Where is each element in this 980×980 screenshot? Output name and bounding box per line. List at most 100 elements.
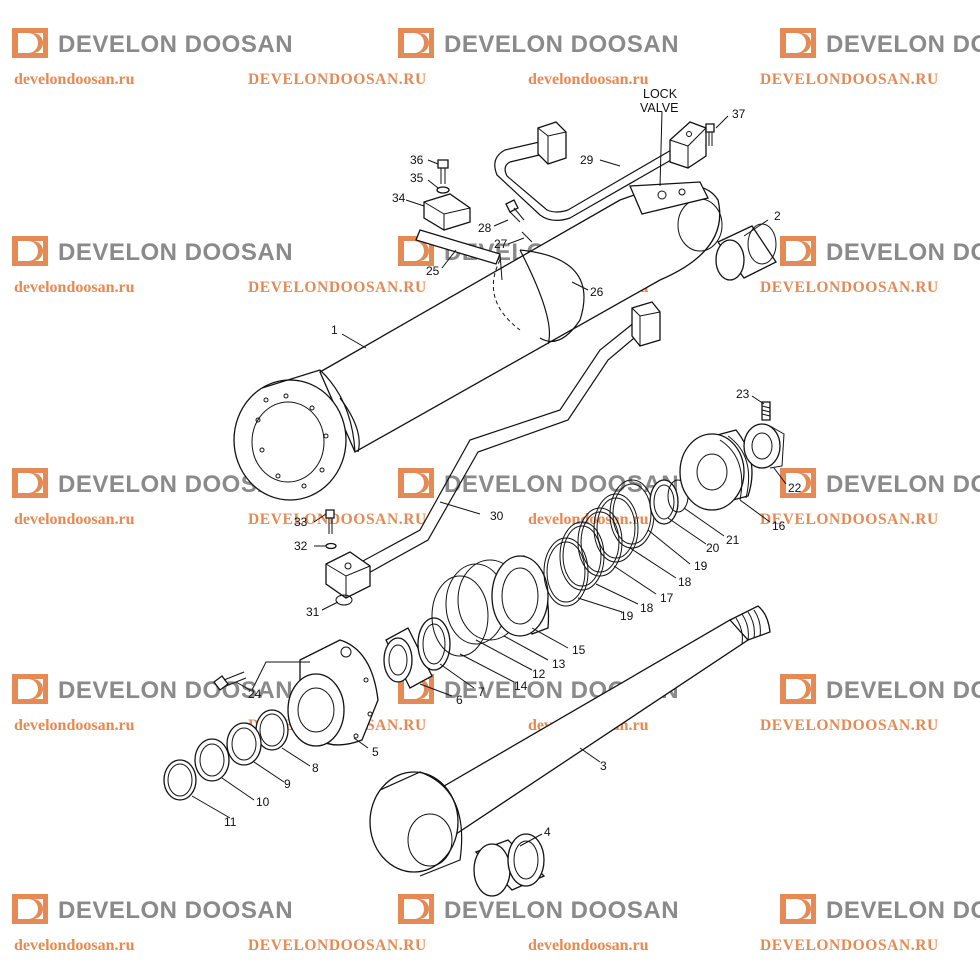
watermark-logo xyxy=(780,468,816,498)
watermark-url: develondoosan.ru xyxy=(528,937,649,954)
callout-19b: 19 xyxy=(694,559,708,573)
callout-15: 15 xyxy=(572,643,586,657)
clamp-block-34 xyxy=(423,193,471,231)
callout-36: 36 xyxy=(410,153,424,167)
callout-3: 3 xyxy=(600,759,607,773)
pipe-29 xyxy=(494,121,707,221)
watermark-brand: DEVELON DOOSAN xyxy=(444,897,679,924)
callout-21: 21 xyxy=(726,533,740,547)
flange-block-30 xyxy=(325,551,371,599)
callout-6: 6 xyxy=(456,693,463,707)
watermark-logo xyxy=(398,236,434,266)
callout-31: 31 xyxy=(306,605,320,619)
watermark-logo xyxy=(12,894,48,924)
watermark-url: develondoosan.ru xyxy=(14,71,135,88)
callout-5: 5 xyxy=(372,745,379,759)
watermark-url: DEVELONDOOSAN.RU xyxy=(248,279,427,296)
watermark-url: DEVELONDOOSAN.RU xyxy=(248,71,427,88)
pin-27 xyxy=(521,231,533,243)
bolt-28 xyxy=(505,199,525,223)
watermark-brand: DEVELON DOOSAN xyxy=(826,897,980,924)
ring-14 xyxy=(431,575,489,657)
watermark-url: DEVELONDOOSAN.RU xyxy=(760,279,939,296)
callout-17: 17 xyxy=(660,591,674,605)
callout-2: 2 xyxy=(774,209,781,223)
watermark-brand: DEVELON DOOSAN xyxy=(444,471,679,498)
callout-20: 20 xyxy=(706,541,720,555)
seal-9 xyxy=(226,722,262,766)
callout-13: 13 xyxy=(552,657,566,671)
watermark-brand: DEVELON DOOSAN xyxy=(444,31,679,58)
callout-16: 16 xyxy=(772,519,786,533)
watermark-logo xyxy=(12,468,48,498)
callout-18a: 18 xyxy=(640,601,654,615)
watermark-url: develondoosan.ru xyxy=(14,937,135,954)
watermark-brand: DEVELON DOOSAN xyxy=(826,471,980,498)
washer-32 xyxy=(325,542,337,550)
o-ring-31 xyxy=(335,594,353,606)
watermark-brand: DEVELON DOOSAN xyxy=(58,31,293,58)
callout-37: 37 xyxy=(732,107,746,121)
callout-29: 29 xyxy=(580,153,594,167)
pipe-30 xyxy=(349,301,661,581)
watermark-logo xyxy=(780,236,816,266)
watermark-brand: DEVELON DOOSAN xyxy=(58,239,293,266)
callout-30: 30 xyxy=(490,509,504,523)
clamp-plate-25 xyxy=(415,229,503,281)
watermark-brand: DEVELON DOOSAN xyxy=(826,239,980,266)
bolt-36 xyxy=(437,159,449,184)
watermark-url: DEVELONDOOSAN.RU xyxy=(760,71,939,88)
lock-label: LOCK xyxy=(643,87,678,101)
bushing-6 xyxy=(383,627,433,689)
watermark-logo xyxy=(398,468,434,498)
watermark-layer: DEVELON DOOSAN develondoosan.ru DEVELON … xyxy=(12,28,980,954)
callout-19a: 19 xyxy=(620,609,634,623)
watermark-url: DEVELONDOOSAN.RU xyxy=(248,937,427,954)
watermark-logo xyxy=(780,894,816,924)
callout-35: 35 xyxy=(410,171,424,185)
callout-8: 8 xyxy=(312,761,319,775)
watermark-url: DEVELONDOOSAN.RU xyxy=(248,511,427,528)
seal-10 xyxy=(194,738,230,782)
bushing-2 xyxy=(715,223,777,281)
callout-33: 33 xyxy=(294,515,308,529)
watermark-logo xyxy=(780,28,816,58)
watermark-logo xyxy=(398,28,434,58)
washer-35 xyxy=(436,186,450,194)
callout-25: 25 xyxy=(426,264,440,278)
watermark-brand: DEVELON DOOSAN xyxy=(58,677,293,704)
leader-lines xyxy=(191,111,787,847)
watermark-url: develondoosan.ru xyxy=(14,279,135,296)
ring-7 xyxy=(417,617,451,671)
callout-10: 10 xyxy=(256,795,270,809)
callout-12: 12 xyxy=(532,667,546,681)
callout-1: 1 xyxy=(331,323,338,337)
valve-label: VALVE xyxy=(640,101,678,115)
watermark-logo xyxy=(12,674,48,704)
callout-27: 27 xyxy=(494,237,508,251)
callout-11: 11 xyxy=(224,815,237,829)
watermark-brand: DEVELON DOOSAN xyxy=(826,31,980,58)
watermark-url: develondoosan.ru xyxy=(528,71,649,88)
callout-26: 26 xyxy=(590,285,604,299)
ring-20 xyxy=(649,479,679,525)
callout-34: 34 xyxy=(392,191,406,205)
setscrew-23 xyxy=(761,401,771,421)
watermark-url: DEVELONDOOSAN.RU xyxy=(760,937,939,954)
piston-rod-3 xyxy=(369,605,771,877)
bolt-37 xyxy=(705,123,715,146)
bushing-4 xyxy=(473,833,546,897)
callout-32: 32 xyxy=(294,539,308,553)
watermark-url: DEVELONDOOSAN.RU xyxy=(760,511,939,528)
watermark-logo xyxy=(398,894,434,924)
seal-11 xyxy=(163,759,197,801)
callout-28: 28 xyxy=(478,221,492,235)
watermark-url: develondoosan.ru xyxy=(14,717,135,734)
watermark-logo xyxy=(12,28,48,58)
watermark-url: DEVELONDOOSAN.RU xyxy=(760,717,939,734)
nut-22 xyxy=(743,423,785,469)
callout-23: 23 xyxy=(736,387,750,401)
callout-14: 14 xyxy=(514,679,528,693)
piston-16 xyxy=(679,429,753,511)
